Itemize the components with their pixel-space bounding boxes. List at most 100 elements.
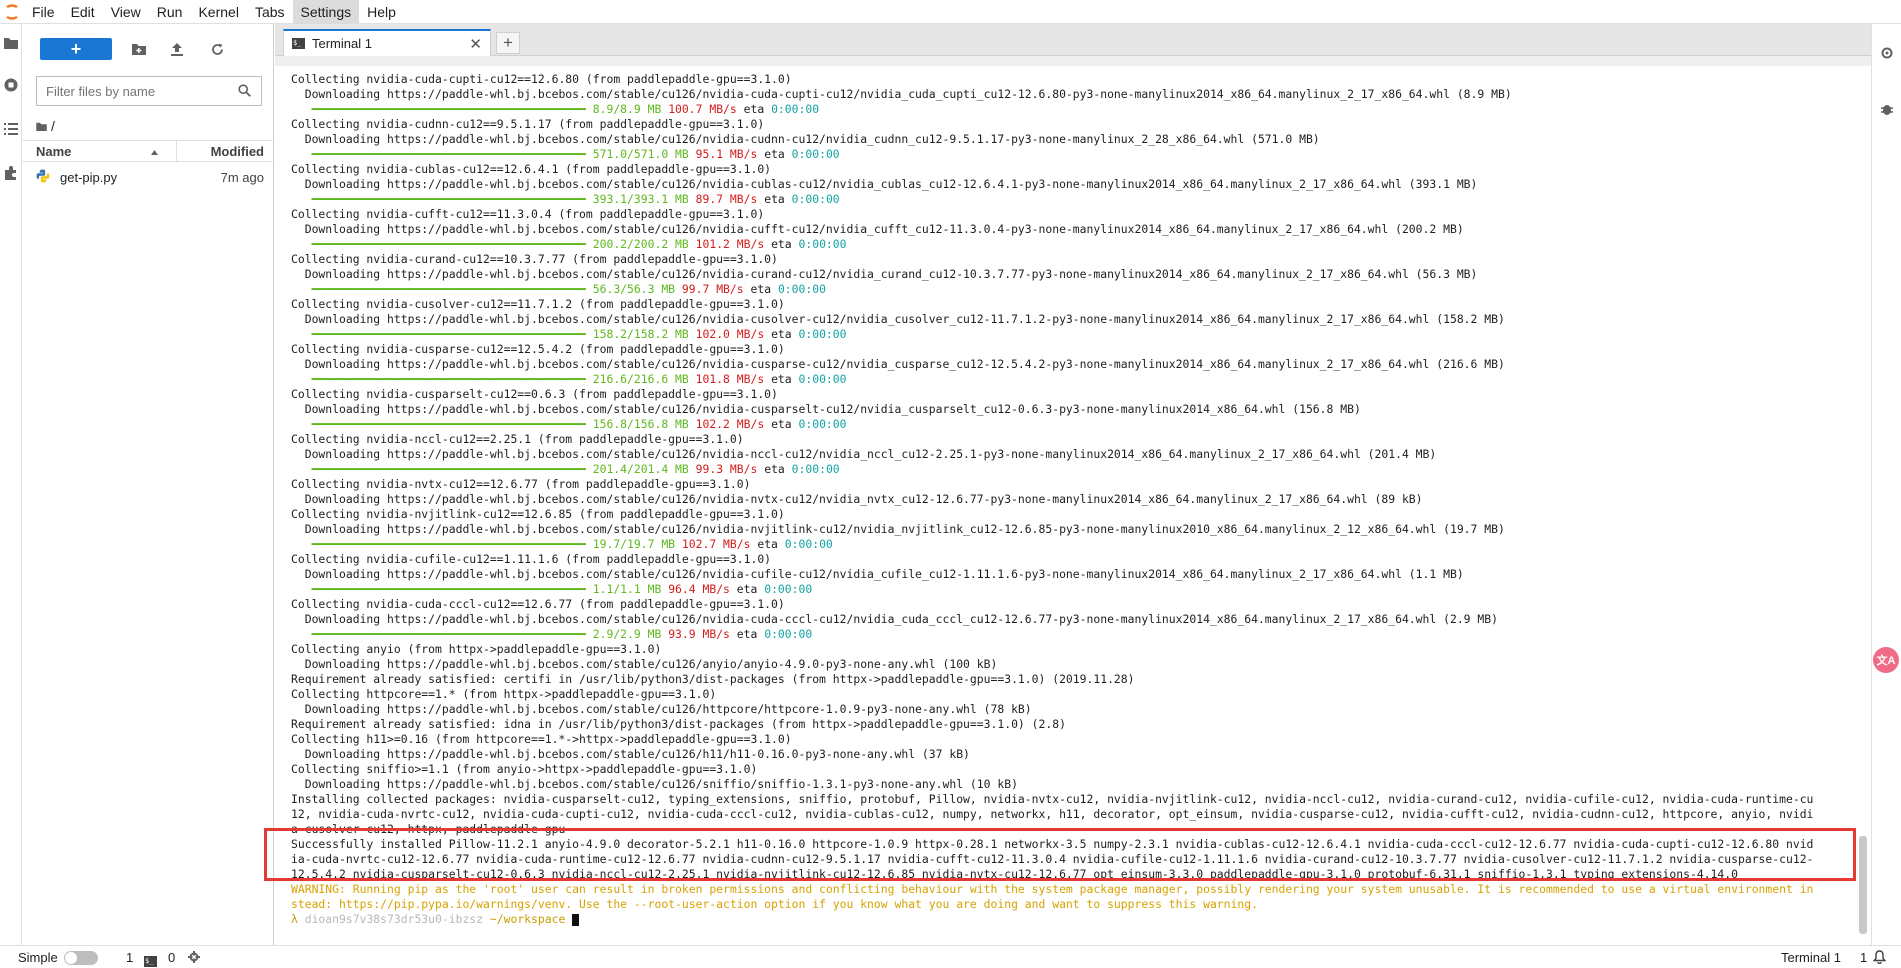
- menu-help[interactable]: Help: [367, 3, 396, 20]
- terminal-line: Downloading https://paddle-whl.bj.bcebos…: [291, 312, 1505, 326]
- running-icon[interactable]: [0, 70, 22, 100]
- tab-terminal-1[interactable]: $_ Terminal 1 ✕: [283, 29, 491, 56]
- bell-icon[interactable]: [1872, 950, 1887, 967]
- terminals-count[interactable]: 0: [168, 950, 176, 965]
- progress-speed: 89.7 MB/s: [695, 192, 758, 206]
- terminal-line: Collecting nvidia-cudnn-cu12==9.5.1.17 (…: [291, 117, 765, 131]
- terminal-line: Downloading https://paddle-whl.bj.bcebos…: [291, 267, 1478, 281]
- progress-eta: 0:00:00: [798, 417, 847, 431]
- terminal-line: Downloading https://paddle-whl.bj.bcebos…: [291, 702, 1032, 716]
- progress-bar: ━━━━━━━━━━━━━━━━━━━━━━━━━━━━━━━━━━━━━━━━: [311, 417, 586, 431]
- progress-speed: 99.7 MB/s: [681, 282, 744, 296]
- translate-icon[interactable]: 文A: [1873, 647, 1899, 673]
- file-list-item[interactable]: get-pip.py 7m ago: [22, 166, 274, 188]
- debugger-icon[interactable]: [1872, 94, 1901, 124]
- notifications-count[interactable]: 1: [1860, 950, 1868, 965]
- progress-eta: 0:00:00: [784, 537, 833, 551]
- progress-speed: 100.7 MB/s: [668, 102, 737, 116]
- terminal-warning-line: stead: https://pip.pypa.io/warnings/venv…: [291, 897, 1258, 911]
- progress-speed: 101.8 MB/s: [695, 372, 765, 386]
- progress-size: 2.9/2.9 MB: [592, 627, 662, 641]
- add-tab-button[interactable]: +: [496, 32, 520, 54]
- terminal-progress-line: ━━━━━━━━━━━━━━━━━━━━━━━━━━━━━━━━━━━━━━━━…: [291, 417, 1846, 432]
- tab-bar: $_ Terminal 1 ✕ +: [275, 24, 1871, 56]
- terminal-icon[interactable]: $_: [144, 951, 157, 967]
- progress-eta-label: eta: [757, 537, 778, 551]
- terminal-line: Collecting nvidia-cuda-cccl-cu12==12.6.7…: [291, 597, 785, 611]
- menu-run[interactable]: Run: [156, 3, 183, 20]
- active-document-label: Terminal 1: [1781, 950, 1841, 965]
- progress-eta: 0:00:00: [771, 102, 820, 116]
- filter-files-input[interactable]: [37, 83, 227, 99]
- close-icon[interactable]: ✕: [469, 35, 482, 53]
- progress-eta-label: eta: [750, 282, 772, 296]
- kernel-gear-icon[interactable]: [188, 951, 200, 966]
- progress-bar: ━━━━━━━━━━━━━━━━━━━━━━━━━━━━━━━━━━━━━━━━: [311, 327, 586, 341]
- terminal-progress-line: ━━━━━━━━━━━━━━━━━━━━━━━━━━━━━━━━━━━━━━━━…: [291, 237, 1846, 252]
- progress-eta-label: eta: [736, 582, 758, 596]
- terminal-line: Downloading https://paddle-whl.bj.bcebos…: [291, 522, 1505, 536]
- kernels-count[interactable]: 1: [126, 950, 134, 965]
- progress-eta: 0:00:00: [791, 147, 840, 161]
- property-inspector-icon[interactable]: [1872, 38, 1901, 68]
- new-launcher-button[interactable]: +: [40, 38, 112, 60]
- terminal-line: Collecting nvidia-cufile-cu12==1.11.1.6 …: [291, 552, 772, 566]
- menu-settings[interactable]: Settings: [292, 0, 360, 24]
- folder-icon[interactable]: [36, 118, 47, 134]
- progress-bar: ━━━━━━━━━━━━━━━━━━━━━━━━━━━━━━━━━━━━━━━━: [311, 237, 586, 251]
- progress-eta-label: eta: [771, 327, 792, 341]
- terminal-line: Downloading https://paddle-whl.bj.bcebos…: [291, 492, 1423, 506]
- progress-speed: 95.1 MB/s: [695, 147, 758, 161]
- terminal-line: 12.5.4.2 nvidia-cusparselt-cu12-0.6.3 nv…: [291, 867, 1738, 881]
- refresh-icon[interactable]: [204, 38, 230, 60]
- progress-eta-label: eta: [771, 417, 792, 431]
- terminal-output[interactable]: Collecting nvidia-cuda-cupti-cu12==12.6.…: [275, 66, 1871, 945]
- menu-kernel[interactable]: Kernel: [198, 3, 239, 20]
- progress-size: 8.9/8.9 MB: [592, 102, 662, 116]
- terminal-line: Downloading https://paddle-whl.bj.bcebos…: [291, 222, 1464, 236]
- terminal-progress-line: ━━━━━━━━━━━━━━━━━━━━━━━━━━━━━━━━━━━━━━━━…: [291, 372, 1846, 387]
- new-folder-icon[interactable]: [126, 38, 152, 60]
- terminal-line: Downloading https://paddle-whl.bj.bcebos…: [291, 747, 970, 761]
- terminal-line: ia-cuda-nvrtc-cu12-12.6.77 nvidia-cuda-r…: [291, 852, 1814, 866]
- terminal-line: Collecting nvidia-cusparse-cu12==12.5.4.…: [291, 342, 785, 356]
- progress-eta-label: eta: [764, 462, 785, 476]
- terminal-scrollbar[interactable]: [1859, 836, 1867, 934]
- file-modified: 7m ago: [220, 170, 264, 185]
- caret-up-icon[interactable]: [150, 145, 159, 160]
- terminal-line: Downloading https://paddle-whl.bj.bcebos…: [291, 177, 1478, 191]
- simple-mode-toggle[interactable]: [64, 951, 98, 965]
- terminal-line: Downloading https://paddle-whl.bj.bcebos…: [291, 357, 1505, 371]
- folder-icon[interactable]: [0, 28, 22, 58]
- progress-bar: ━━━━━━━━━━━━━━━━━━━━━━━━━━━━━━━━━━━━━━━━: [311, 462, 586, 476]
- progress-eta-label: eta: [771, 237, 792, 251]
- progress-eta-label: eta: [736, 627, 758, 641]
- terminal-line: Collecting nvidia-cusolver-cu12==11.7.1.…: [291, 297, 785, 311]
- column-divider[interactable]: [176, 141, 177, 162]
- jupyter-logo-icon[interactable]: [0, 0, 24, 24]
- menu-view[interactable]: View: [110, 3, 141, 20]
- menu-tabs[interactable]: Tabs: [254, 3, 285, 20]
- progress-eta: 0:00:00: [791, 462, 840, 476]
- toc-icon[interactable]: [0, 114, 22, 144]
- column-modified-header[interactable]: Modified: [210, 144, 264, 159]
- terminal-progress-line: ━━━━━━━━━━━━━━━━━━━━━━━━━━━━━━━━━━━━━━━━…: [291, 102, 1846, 117]
- terminal-line: Collecting h11>=0.16 (from httpcore==1.*…: [291, 732, 792, 746]
- extension-icon[interactable]: [0, 158, 22, 188]
- terminal-line: Downloading https://paddle-whl.bj.bcebos…: [291, 447, 1437, 461]
- menu-file[interactable]: File: [32, 3, 55, 20]
- progress-speed: 99.3 MB/s: [695, 462, 758, 476]
- menu-edit[interactable]: Edit: [70, 3, 95, 20]
- progress-bar: ━━━━━━━━━━━━━━━━━━━━━━━━━━━━━━━━━━━━━━━━: [311, 102, 586, 116]
- terminal-warning-line: WARNING: Running pip as the 'root' user …: [291, 882, 1814, 896]
- file-list-header: Name Modified: [22, 140, 274, 162]
- column-name-header[interactable]: Name: [36, 144, 72, 159]
- terminal-progress-line: ━━━━━━━━━━━━━━━━━━━━━━━━━━━━━━━━━━━━━━━━…: [291, 462, 1846, 477]
- progress-eta: 0:00:00: [791, 192, 840, 206]
- terminal-line: Downloading https://paddle-whl.bj.bcebos…: [291, 612, 1498, 626]
- terminal-prompt-line[interactable]: λ dioan9s7v38s73dr53u0-ibzsz ~/workspace: [291, 912, 1846, 927]
- progress-speed: 93.9 MB/s: [668, 627, 730, 641]
- breadcrumb-root[interactable]: /: [51, 118, 55, 134]
- progress-eta: 0:00:00: [764, 582, 813, 596]
- upload-icon[interactable]: [164, 38, 190, 60]
